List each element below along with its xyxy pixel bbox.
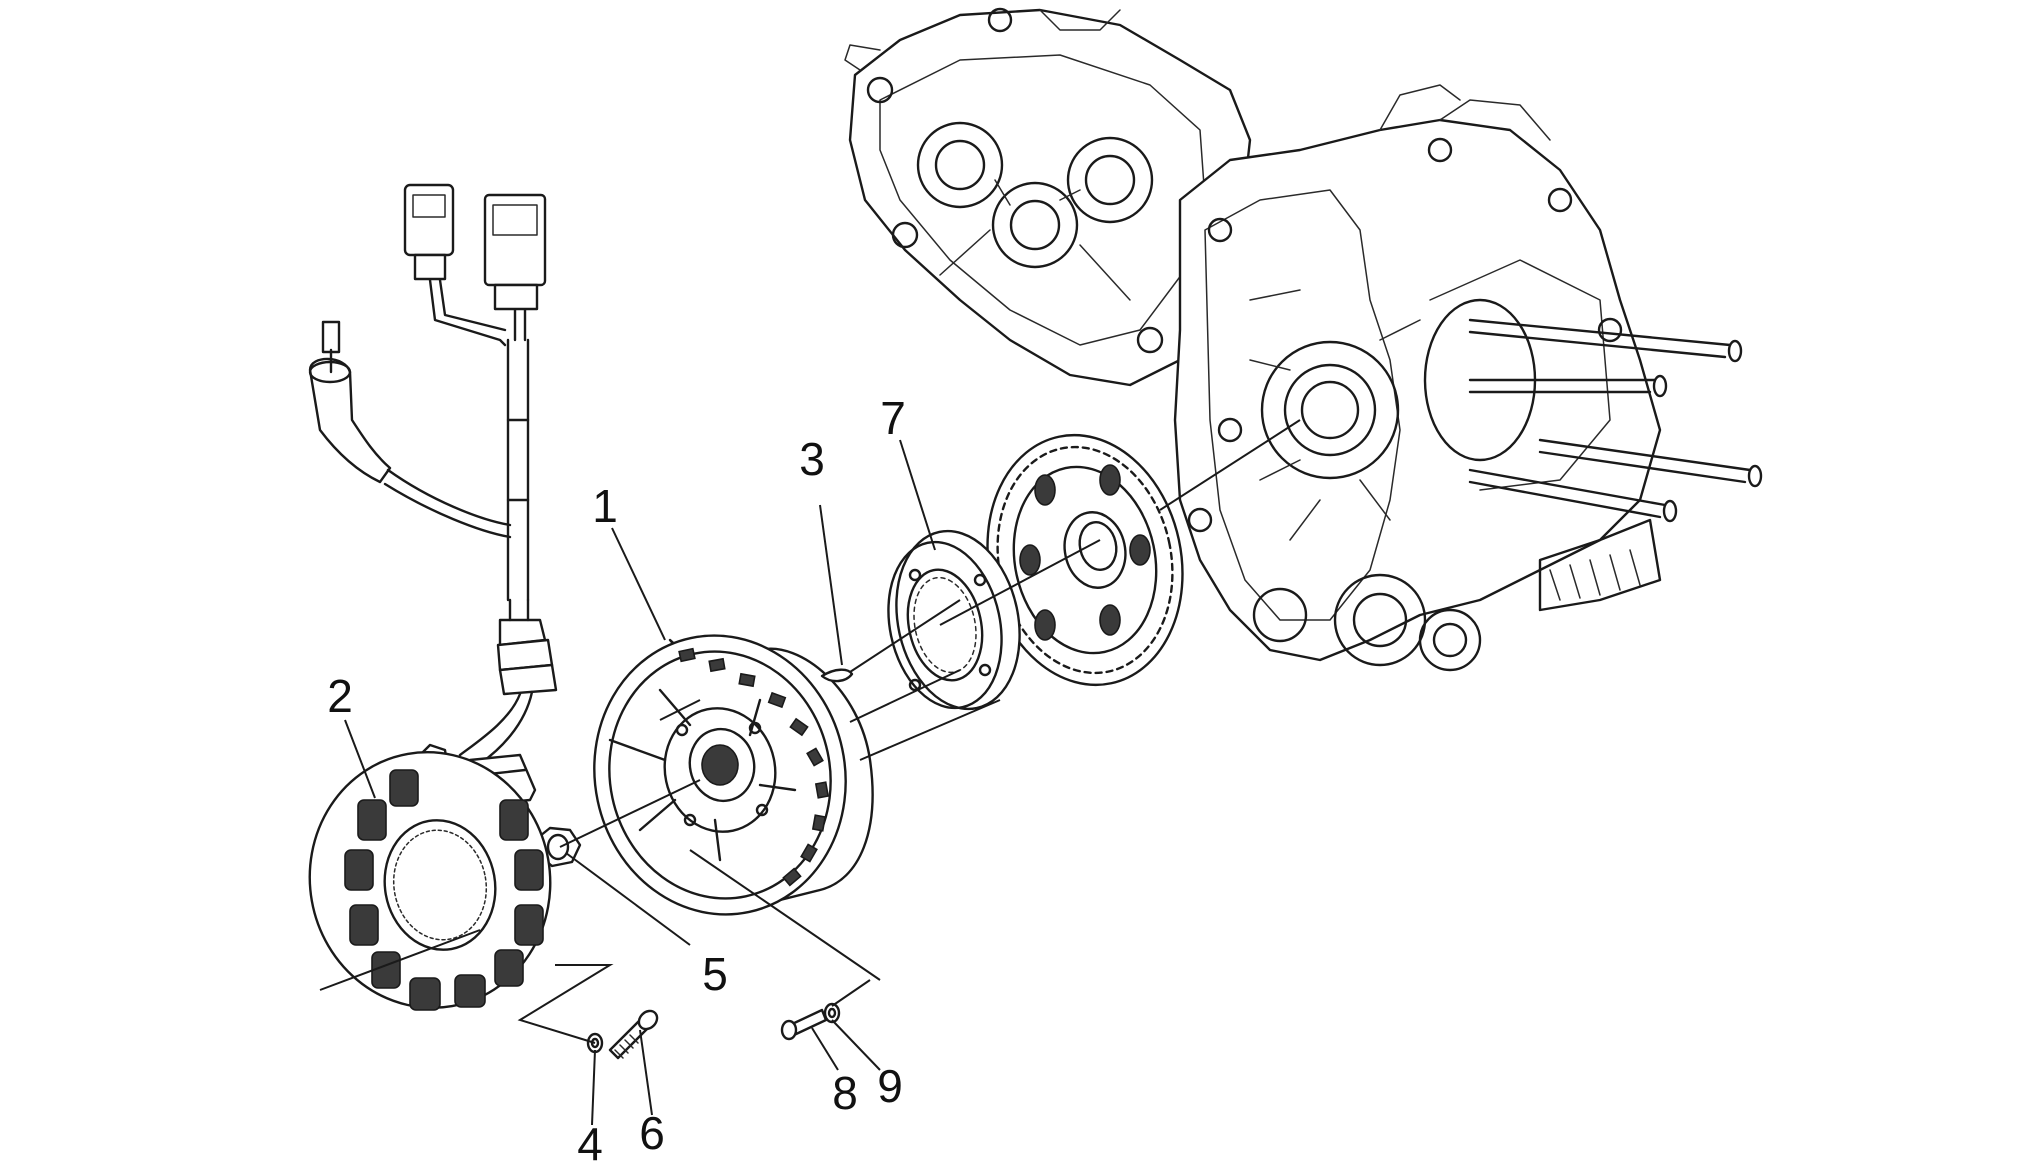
callout-labels: 1 2 3 4 5 6 7 8 9	[327, 392, 906, 1167]
freewheel-bearing	[887, 529, 1021, 711]
callout-2: 2	[327, 670, 353, 722]
callout-8: 8	[832, 1067, 858, 1119]
assembly-axis-lines	[319, 419, 1301, 991]
washer-pickup	[823, 1002, 841, 1024]
callout-4: 4	[577, 1118, 603, 1167]
callout-3: 3	[799, 433, 825, 485]
engine-crankcase	[844, 7, 1763, 672]
callout-5: 5	[702, 948, 728, 1000]
callout-6: 6	[639, 1107, 665, 1159]
leader-lines	[344, 439, 936, 1126]
starter-ring-gear	[986, 433, 1184, 687]
pickup-screw	[780, 1008, 828, 1041]
flywheel-rotor	[593, 634, 874, 916]
callout-9: 9	[877, 1060, 903, 1112]
stator-screw	[608, 1009, 659, 1060]
woodruff-key	[820, 668, 854, 683]
stator-coils	[344, 769, 544, 1011]
callout-1: 1	[592, 480, 618, 532]
callout-7: 7	[880, 392, 906, 444]
flywheel-slots	[678, 647, 830, 887]
stator-with-wiring	[308, 183, 558, 1011]
